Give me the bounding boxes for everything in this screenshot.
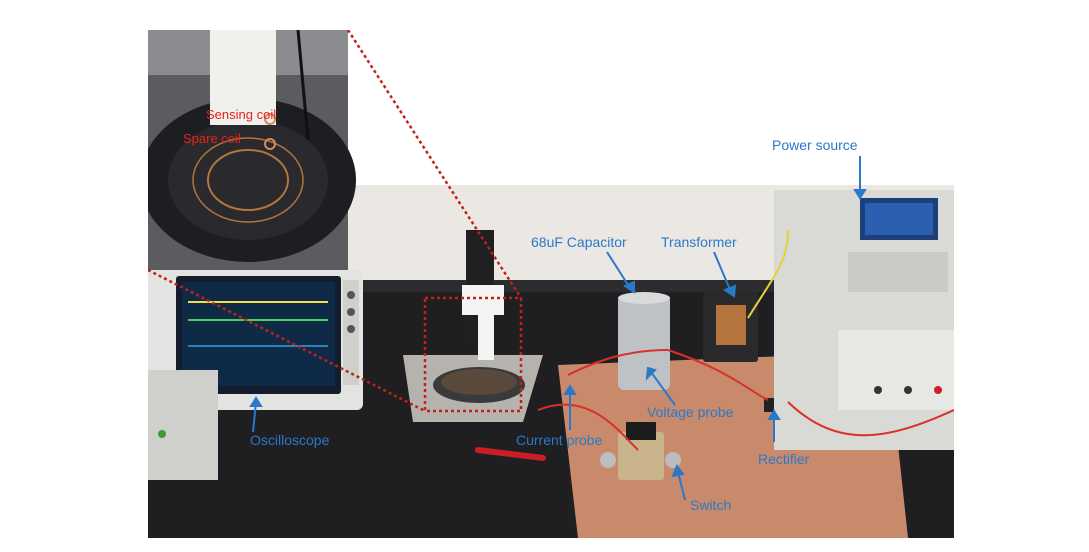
switch xyxy=(618,432,664,480)
power-source-stack xyxy=(774,190,954,450)
label-spare-coil: Spare coil xyxy=(183,131,241,146)
label-capacitor: 68uF Capacitor xyxy=(531,234,627,250)
capacitor xyxy=(618,295,670,390)
zoom-line-top xyxy=(346,30,523,299)
label-current-probe: Current probe xyxy=(516,432,603,448)
label-switch: Switch xyxy=(690,497,732,513)
inset-photo xyxy=(148,30,356,270)
clip-red xyxy=(475,447,546,461)
label-transformer: Transformer xyxy=(661,234,737,250)
callout-arrows xyxy=(249,156,867,501)
small-instrument xyxy=(148,370,218,480)
label-voltage-probe: Voltage probe xyxy=(647,404,734,420)
lab-setup-photo xyxy=(148,30,954,538)
label-rectifier: Rectifier xyxy=(758,451,810,467)
zoom-line-bottom xyxy=(148,268,426,413)
label-sensing-coil: Sensing coil xyxy=(206,107,277,122)
label-oscilloscope: Oscilloscope xyxy=(250,432,330,448)
highlight-box xyxy=(423,296,523,413)
label-power-source: Power source xyxy=(772,137,858,153)
